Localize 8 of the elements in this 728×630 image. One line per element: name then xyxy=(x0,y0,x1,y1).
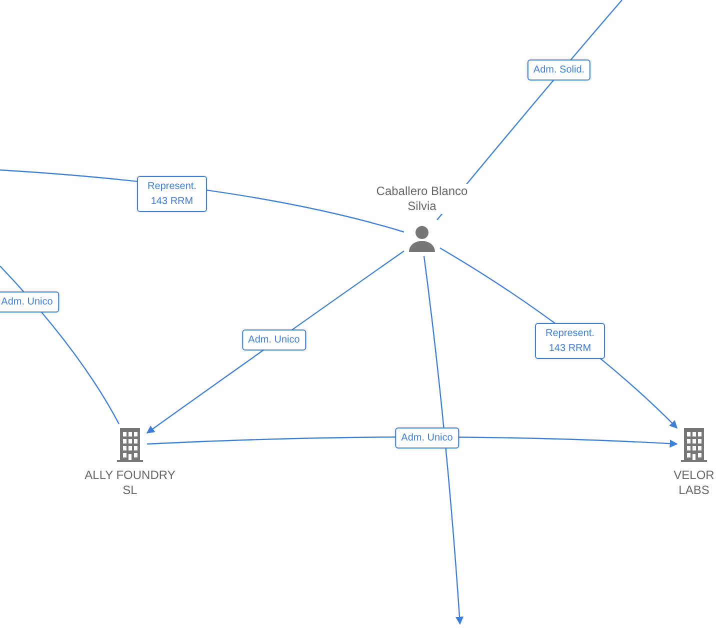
edge-label: Represent. 143 RRM xyxy=(535,323,605,359)
edge-label: Adm. Unico xyxy=(0,292,59,312)
edge-label: Adm. Unico xyxy=(395,428,459,448)
arrow xyxy=(423,256,464,625)
arrow xyxy=(146,250,404,434)
edge-label: Adm. Solid. xyxy=(527,60,591,80)
edge-label: Adm. Unico xyxy=(242,330,306,350)
edge-label: Represent. 143 RRM xyxy=(137,176,207,212)
